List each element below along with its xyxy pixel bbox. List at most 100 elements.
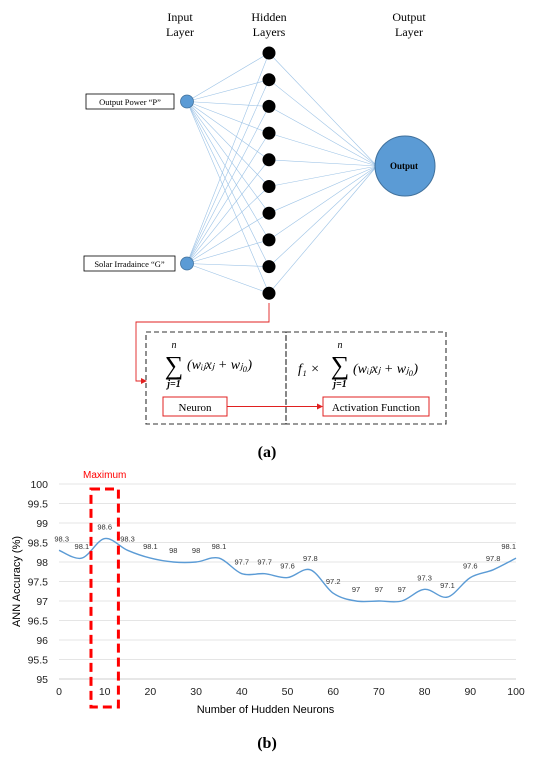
- connection-line: [186, 263, 270, 267]
- data-label: 97: [375, 585, 383, 594]
- maximum-annotation: Maximum: [83, 470, 126, 481]
- connection-line: [268, 165, 378, 294]
- series-line: [58, 537, 517, 603]
- connection-line: [186, 106, 270, 264]
- x-tick-label: 20: [145, 686, 157, 698]
- data-label: 97.6: [463, 562, 478, 571]
- x-tick-label: 100: [507, 686, 525, 698]
- connection-line: [186, 52, 270, 264]
- connection-line: [186, 101, 270, 134]
- data-label: 97.6: [280, 562, 295, 571]
- connection-line: [186, 159, 270, 264]
- y-tick-label: 95: [36, 674, 48, 686]
- data-label: 98: [192, 546, 200, 555]
- y-axis-label: ANN Accuracy (%): [11, 536, 23, 627]
- hidden-node-2: [262, 73, 276, 87]
- connection-line: [268, 165, 378, 267]
- x-tick-label: 50: [282, 686, 294, 698]
- data-label: 97.8: [303, 554, 318, 563]
- data-label: 98.6: [97, 523, 112, 532]
- chart-gridlines: [59, 483, 516, 680]
- hidden-node-6: [262, 180, 276, 193]
- connection-line: [186, 101, 270, 294]
- connection-line: [268, 165, 378, 214]
- hidden-node-1: [262, 46, 276, 60]
- data-label: 97.8: [486, 554, 501, 563]
- hidden-layers-label-line1: Hidden: [251, 10, 286, 24]
- hidden-node-4: [262, 126, 276, 140]
- activation-sum-lower: j=1: [331, 379, 346, 390]
- connection-line: [186, 186, 270, 264]
- neuron-formula-body: (wᵢⱼxⱼ + wⱼ₀): [187, 358, 252, 373]
- data-label: 97.1: [440, 581, 455, 590]
- input-node-2: [180, 256, 194, 271]
- caption-b: (b): [257, 735, 277, 752]
- connection-line: [186, 101, 270, 107]
- neuron-sum-sign: ∑: [165, 351, 184, 380]
- x-tick-label: 0: [56, 686, 62, 698]
- connection-line: [186, 101, 270, 187]
- data-label: 97.7: [257, 558, 272, 567]
- x-tick-label: 90: [464, 686, 476, 698]
- x-tick-label: 70: [373, 686, 385, 698]
- hidden-node-9: [262, 260, 276, 274]
- connection-line: [268, 165, 378, 241]
- connection-line: [268, 79, 378, 167]
- activation-formula-box: [285, 331, 447, 425]
- y-tick-label: 98.5: [28, 538, 49, 550]
- connection-line: [268, 106, 378, 167]
- input-node-1: [180, 94, 194, 109]
- y-tick-label: 98: [36, 557, 48, 569]
- data-label: 98.1: [143, 542, 158, 551]
- connection-line: [186, 79, 270, 264]
- connection-line: [186, 132, 270, 264]
- connection-line: [186, 101, 270, 267]
- connection-line: [186, 79, 270, 102]
- connector-line: [135, 303, 270, 382]
- neuron-label: Neuron: [179, 402, 212, 414]
- hidden-node-3: [262, 99, 276, 113]
- connection-line: [186, 101, 270, 161]
- connection-line: [268, 132, 378, 167]
- neural-network-diagram: Input Layer Hidden Layers Output Layer O…: [83, 10, 447, 461]
- connection-line: [268, 52, 378, 167]
- data-label: 97: [352, 585, 360, 594]
- hidden-node-8: [262, 233, 276, 247]
- output-layer-label-line2: Layer: [395, 25, 423, 39]
- connection-line: [186, 212, 270, 264]
- x-tick-label: 30: [190, 686, 202, 698]
- neuron-to-activation-arrowhead: [317, 403, 323, 410]
- x-tick-label: 40: [236, 686, 248, 698]
- x-tick-label: 60: [327, 686, 339, 698]
- y-tick-label: 96: [36, 635, 48, 647]
- connector-arrowhead: [141, 378, 147, 384]
- connection-line: [186, 52, 270, 102]
- x-tick-label: 10: [99, 686, 111, 698]
- y-tick-label: 99: [36, 518, 48, 530]
- neuron-sum-upper: n: [172, 340, 177, 351]
- connection-line: [268, 165, 378, 187]
- input-label-irradiance: Solar Irradaince “G”: [94, 259, 165, 269]
- hidden-node-5: [262, 153, 276, 167]
- output-node: [374, 135, 436, 197]
- data-label: 98.3: [54, 534, 69, 543]
- data-label: 97: [398, 585, 406, 594]
- data-label: 97.2: [326, 577, 341, 586]
- y-tick-label: 96.5: [28, 616, 49, 628]
- connection-line: [186, 101, 270, 214]
- output-node-label: Output: [390, 161, 418, 171]
- activation-prefix: f₁ ×: [298, 362, 320, 377]
- data-label: 98: [169, 546, 177, 555]
- data-label: 98.1: [212, 542, 227, 551]
- data-label: 98.3: [120, 534, 135, 543]
- y-tick-label: 99.5: [28, 499, 49, 511]
- data-label: 98.1: [75, 542, 90, 551]
- x-axis-label: Number of Hudden Neurons: [197, 704, 335, 716]
- neuron-sum-lower: j=1: [165, 379, 180, 390]
- y-tick-label: 97.5: [28, 577, 49, 589]
- input-layer-label-line1: Input: [167, 10, 193, 24]
